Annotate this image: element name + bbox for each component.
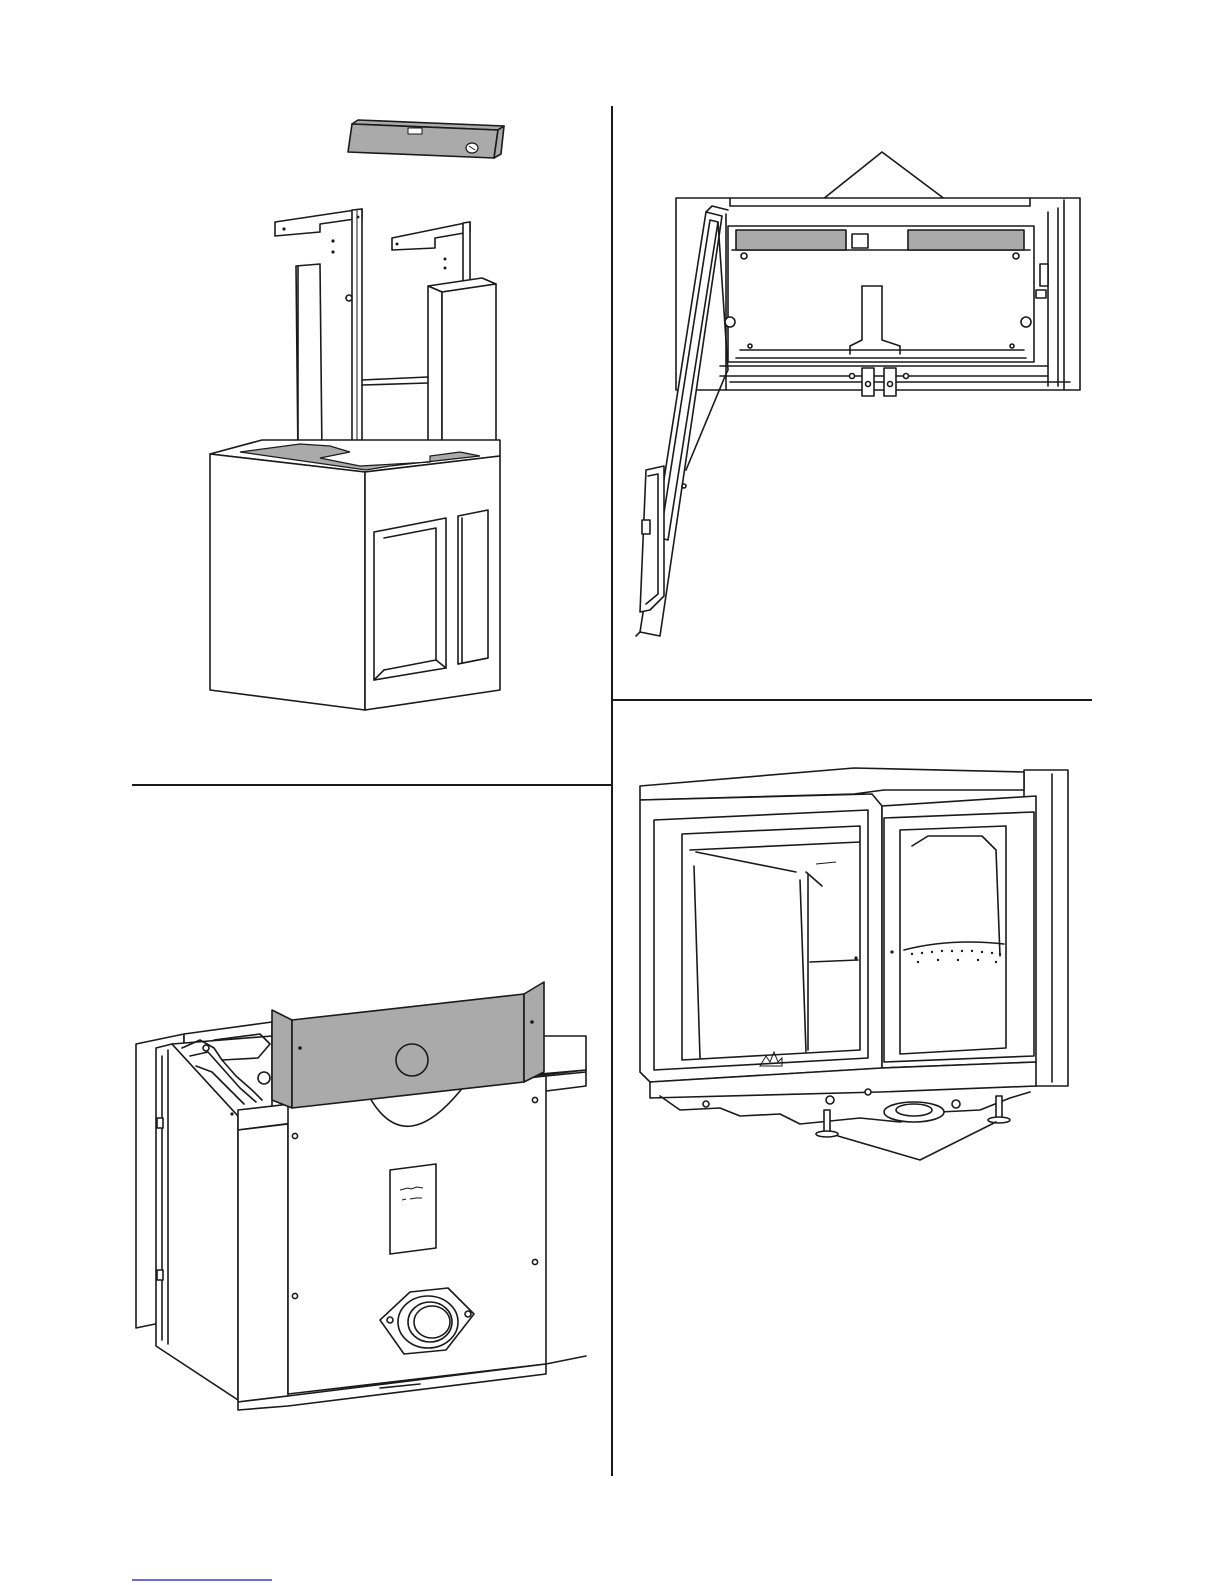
bracket-right — [392, 222, 470, 287]
back-panel-left — [296, 264, 322, 458]
stove-top-view — [676, 198, 1080, 396]
side-panel-right — [428, 278, 496, 464]
spirit-level — [348, 120, 504, 158]
figure-top-right — [636, 152, 1080, 636]
callout-lines-bottom — [838, 1122, 996, 1160]
window-right — [884, 812, 1034, 1062]
window-left — [654, 810, 868, 1070]
rating-label — [390, 1164, 436, 1254]
figure-top-left — [210, 120, 504, 710]
stove-base — [210, 440, 500, 710]
figure-bottom-right — [640, 768, 1068, 1160]
adjustable-foot-left — [816, 1110, 838, 1137]
figure-bottom-left — [136, 982, 586, 1410]
